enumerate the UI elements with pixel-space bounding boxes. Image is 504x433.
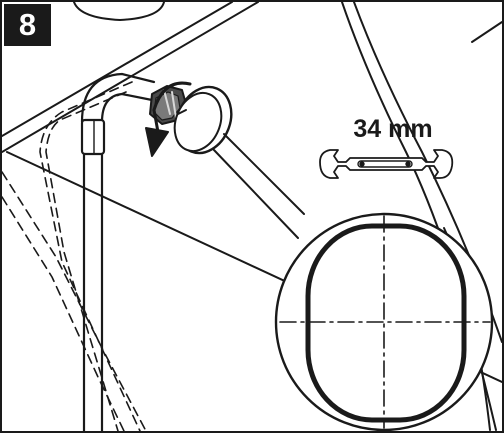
- open-end-wrench-icon: [319, 149, 454, 179]
- top-fixture: [73, 2, 165, 21]
- center-mark: [279, 215, 491, 429]
- round-cap-icon: [173, 85, 233, 155]
- hidden-lines: [2, 81, 147, 431]
- detail-magnifier: [274, 212, 494, 431]
- step-number-badge: 8: [4, 4, 51, 46]
- callout-leader: [213, 133, 305, 239]
- drain-pipe: [80, 72, 156, 431]
- counterclockwise-arrow-icon: [145, 81, 192, 157]
- wrench-size-label: 34 mm: [353, 115, 433, 143]
